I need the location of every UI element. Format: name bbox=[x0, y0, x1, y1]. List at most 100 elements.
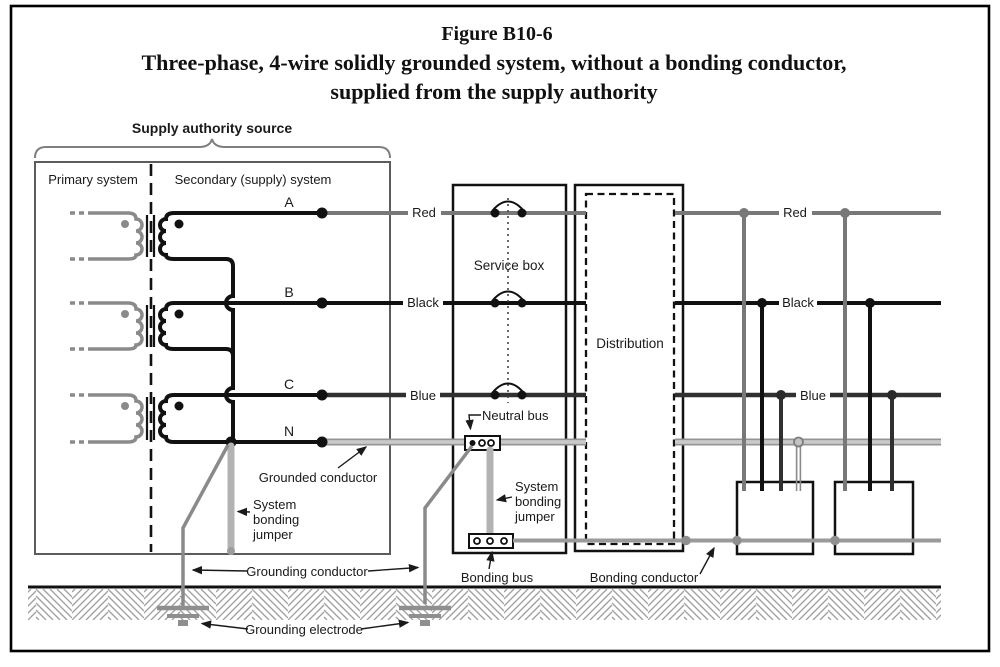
sbj-line-1: System bbox=[253, 497, 296, 512]
bonding-conductor-arrow bbox=[699, 546, 715, 575]
bus-terminal bbox=[487, 439, 495, 447]
label-mask bbox=[779, 205, 812, 220]
phase-a-label: A bbox=[284, 194, 294, 210]
wye-collector-wire bbox=[224, 266, 235, 442]
grounding-conductor-label: Grounding conductor bbox=[246, 564, 368, 579]
primary-lead-stub bbox=[70, 301, 91, 351]
figure-border bbox=[9, 4, 991, 653]
load-panel-2 bbox=[833, 480, 915, 556]
secondary-winding bbox=[158, 301, 235, 357]
grounding-electrode-1 bbox=[157, 605, 209, 626]
transformer-core bbox=[145, 397, 156, 440]
bus-terminal bbox=[478, 439, 486, 447]
conductor-labels-right: Red Black Blue bbox=[779, 205, 830, 403]
secondary-winding bbox=[158, 393, 233, 444]
primary-lead-stub bbox=[70, 211, 91, 261]
distribution-panel-dashed bbox=[584, 192, 676, 546]
switch-c bbox=[490, 382, 527, 400]
blue-label-right: Blue bbox=[800, 388, 826, 403]
system-bonding-jumper-label-service: System bonding jumper bbox=[495, 479, 561, 524]
junction-dot bbox=[316, 436, 328, 448]
title-line-2: Three-phase, 4-wire solidly grounded sys… bbox=[141, 50, 846, 75]
figure-number: Figure B10-6 bbox=[441, 23, 552, 45]
grounded-conductor-arrow bbox=[337, 446, 368, 469]
secondary-polarity-dot bbox=[174, 309, 184, 319]
bonding-bus-label: Bonding bus bbox=[461, 570, 534, 585]
transformer-1 bbox=[70, 211, 235, 267]
electrode-bar bbox=[178, 620, 188, 626]
supply-authority-brace bbox=[34, 138, 391, 159]
bonding-junction-dot bbox=[732, 535, 742, 546]
tap-dot bbox=[865, 298, 875, 308]
title-line-3: supplied from the supply authority bbox=[330, 79, 657, 104]
bonding-junction-dot bbox=[830, 535, 840, 546]
label-mask bbox=[406, 388, 440, 403]
switch-b bbox=[490, 290, 527, 308]
sbj-arrow bbox=[495, 494, 513, 503]
transformer-2 bbox=[70, 301, 235, 357]
switch-a bbox=[490, 200, 527, 218]
sbj-line-3: jumper bbox=[514, 509, 555, 524]
electrode-bar bbox=[420, 620, 430, 626]
switch-blade bbox=[492, 290, 524, 301]
load-panel-1 bbox=[735, 480, 815, 556]
sbj-line-2: bonding bbox=[253, 512, 299, 527]
neutral-tap-circle bbox=[793, 436, 804, 448]
grounding-electrode-arrow-left bbox=[200, 620, 249, 630]
conductor-labels-left: Red Black Blue bbox=[403, 205, 443, 403]
grounding-conductor-service bbox=[423, 444, 474, 604]
label-mask bbox=[796, 388, 830, 403]
grounding-conductor-arrow-left bbox=[191, 565, 248, 575]
source-junction-dots bbox=[225, 207, 328, 448]
phase-b-label: B bbox=[284, 284, 293, 300]
service-box-label: Service box bbox=[474, 258, 545, 273]
tap-dot bbox=[887, 390, 897, 400]
grounded-conductor-label: Grounded conductor bbox=[259, 470, 378, 485]
bus-terminal bbox=[486, 537, 494, 545]
neutral-bus-arrow bbox=[465, 414, 481, 431]
switch-blade bbox=[492, 382, 524, 393]
label-mask bbox=[779, 295, 817, 310]
switch-blade bbox=[492, 200, 524, 211]
primary-polarity-dot bbox=[121, 402, 129, 410]
grounding-electrode-arrow-right bbox=[360, 619, 410, 630]
primary-polarity-dot bbox=[121, 310, 129, 318]
switch-contact bbox=[490, 208, 500, 218]
secondary-winding bbox=[158, 211, 235, 267]
grounding-electrode-label: Grounding electrode bbox=[245, 622, 363, 637]
switch-contact bbox=[490, 390, 500, 400]
transformer-core bbox=[145, 215, 156, 257]
junction-dot bbox=[316, 207, 328, 219]
primary-lead-stub bbox=[70, 393, 91, 444]
bus-terminal bbox=[469, 440, 476, 446]
supply-source-box bbox=[34, 161, 391, 555]
service-box bbox=[451, 183, 568, 555]
neutral-bus bbox=[464, 435, 501, 451]
switch-contact bbox=[517, 208, 527, 218]
label-mask bbox=[408, 205, 441, 220]
jumper-end-cap bbox=[227, 547, 235, 555]
junction-dot bbox=[316, 389, 328, 401]
earth-ground bbox=[28, 585, 941, 620]
distribution-label: Distribution bbox=[596, 336, 664, 351]
bonding-bus-arrow bbox=[486, 550, 495, 570]
blue-label-left: Blue bbox=[410, 388, 436, 403]
bonding-junction-dot bbox=[681, 535, 691, 546]
load-feeders bbox=[739, 208, 897, 491]
secondary-polarity-dot bbox=[174, 219, 184, 229]
supply-authority-label: Supply authority source bbox=[132, 120, 292, 136]
sbj-line-2: bonding bbox=[515, 494, 561, 509]
earth-hatch bbox=[28, 589, 941, 620]
bus-terminal bbox=[473, 537, 481, 545]
tap-dot bbox=[776, 390, 786, 400]
switch-contact bbox=[490, 298, 500, 308]
black-label-right: Black bbox=[782, 295, 814, 310]
black-label-left: Black bbox=[407, 295, 439, 310]
primary-winding bbox=[91, 393, 144, 444]
primary-winding bbox=[91, 301, 144, 351]
tap-dot bbox=[757, 298, 767, 308]
sbj-line-3: jumper bbox=[252, 527, 293, 542]
tap-dot bbox=[739, 208, 749, 218]
tap-dot bbox=[840, 208, 850, 218]
